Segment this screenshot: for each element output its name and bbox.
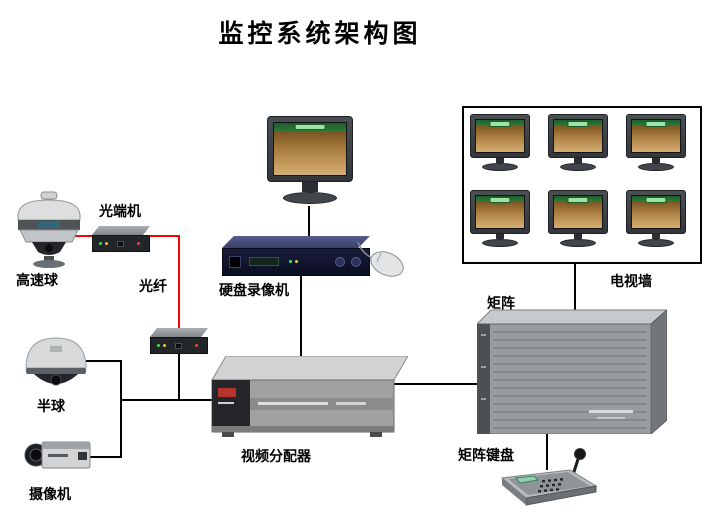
wire-tvwall-to-matrix [574,264,576,314]
monitor-base [283,192,337,204]
optical-transceiver-upper [92,226,150,252]
matrix-side-face [650,309,667,434]
dome-housing [25,337,87,369]
tv-wall-monitor [626,190,686,247]
monitor-screen [631,119,681,153]
led-green [157,344,160,347]
wire-camera-bus [120,360,122,458]
keyboard-left-edge [502,478,526,505]
page-title: 监控系统架构图 [218,21,422,48]
camera-lens [29,448,43,462]
label-video-distributor: 视频分配器 [241,450,311,465]
matrix-front-panel [477,323,652,434]
distributor-left-section [212,380,250,432]
mouse [357,241,404,277]
half-dome-camera [25,337,87,386]
transceiver-top-face [92,226,150,235]
label-half-dome: 半球 [37,400,65,415]
dvr-drive-bay [229,256,241,268]
monitor-screen [631,195,681,229]
led-yellow [163,344,166,347]
led-red [195,344,198,347]
dvr-knob [335,257,345,267]
dvr-front-panel [222,248,370,276]
joystick-ball [574,448,586,460]
matrix-device [477,309,667,434]
tv-wall-monitor [548,190,608,247]
monitor-screen [553,195,603,229]
monitor-screen [553,119,603,153]
wire-distributor-to-matrix [390,383,478,385]
dome-ring [26,368,86,374]
distributor-brand-badge [218,388,236,397]
fiber-port [117,241,124,247]
matrix-rack-rail [477,324,490,434]
led-red [137,242,140,245]
distributor-foot [370,432,382,437]
tv-wall-monitor [626,114,686,171]
label-matrix: 矩阵 [487,297,515,312]
dvr-led-yellow [295,260,298,263]
monitor-screen [475,195,525,229]
wire-bus-to-distributor [120,399,214,401]
dvr-top-face [222,236,370,248]
video-distributor-device [211,356,408,437]
keyboard-lcd [515,475,540,484]
distributor-top-face [211,356,408,381]
dome-lens [45,244,53,252]
transceiver-top-face [150,328,208,337]
dvr-device [222,236,370,276]
speed-dome-camera [17,191,81,268]
matrix-keyboard-device [500,448,598,506]
monitor-neck [302,182,318,192]
monitor-bezel [267,116,353,182]
main-monitor [266,116,354,204]
monitor-screen [475,119,525,153]
label-speed-dome: 高速球 [16,274,58,289]
label-optical-fiber: 光纤 [139,280,167,295]
matrix-vent-slots [493,331,647,429]
box-camera [24,441,91,469]
fiber-port [175,343,182,349]
label-dvr: 硬盘录像机 [219,284,289,299]
label-tv-wall: 电视墙 [610,275,652,290]
wire-camera-to-bus [90,456,122,458]
mouse-cable [357,241,373,259]
keyboard-keys [538,478,563,493]
led-yellow [105,242,108,245]
tv-wall-monitor [470,114,530,171]
tv-wall-monitor [470,190,530,247]
monitor-screen [273,122,347,176]
label-optical-transceiver: 光端机 [99,205,141,220]
fiber-vertical-run [178,235,180,330]
optical-transceiver-lower [150,328,208,354]
distributor-foot [222,432,234,437]
led-green [99,242,102,245]
wire-transceiver2-to-distributor [178,354,180,401]
transceiver-front [150,337,208,354]
dome-lens [50,374,62,386]
wire-halfdome-to-bus [84,360,122,362]
label-matrix-keyboard: 矩阵键盘 [458,449,514,464]
dvr-knob [351,257,361,267]
wire-dvr-to-distributor [300,276,302,366]
wire-monitor-to-dvr [308,206,310,238]
tv-wall-monitor [548,114,608,171]
dvr-display [249,257,279,266]
label-box-camera: 摄像机 [29,488,71,503]
fiber-transceiver-corner [149,235,180,237]
fiber-dome-to-transceiver [74,235,93,237]
dvr-led-green [289,260,292,263]
wire-matrix-to-keyboard [546,430,548,470]
transceiver-front [92,235,150,252]
